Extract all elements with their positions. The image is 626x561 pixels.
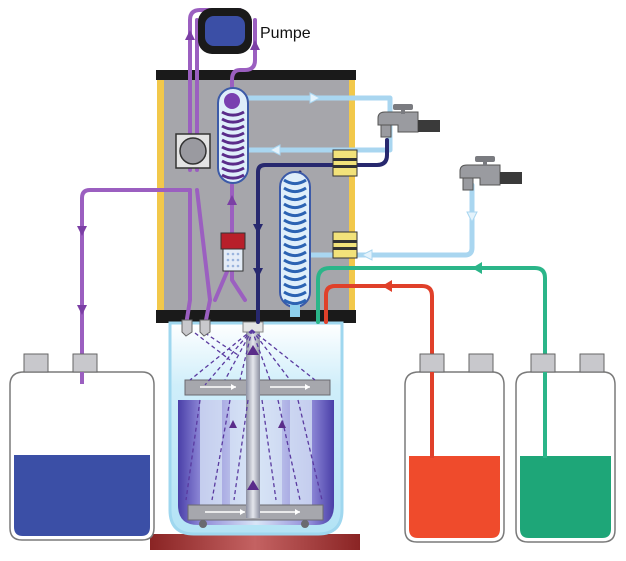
coil-winding — [283, 250, 307, 258]
coil-winding — [283, 234, 307, 242]
inner-tube-far — [290, 400, 312, 510]
navy-line — [256, 138, 389, 324]
faucet-icon — [459, 156, 522, 191]
heat-exchanger-right — [279, 171, 311, 317]
coil-winding — [283, 290, 307, 298]
coil-winding — [283, 298, 307, 306]
inner-tube-left — [200, 400, 222, 510]
coil-winding — [283, 242, 307, 250]
cooling-line-right — [307, 182, 475, 258]
coil-winding — [283, 210, 307, 218]
red-arrow — [382, 280, 392, 292]
coil-winding — [283, 218, 307, 226]
coil-winding — [221, 145, 245, 152]
red-feed-line — [324, 284, 434, 374]
teal-feed-line — [316, 266, 547, 374]
reactor-vessel — [150, 321, 360, 550]
coil-winding — [283, 226, 307, 234]
bottle-blue — [9, 353, 155, 541]
coil-winding — [221, 117, 245, 124]
base-plate — [150, 534, 360, 550]
faucet-icon — [377, 104, 440, 138]
coil-winding — [283, 202, 307, 210]
coil-winding — [221, 166, 245, 173]
coil-winding — [283, 266, 307, 274]
coil-winding — [283, 274, 307, 282]
teal-arrow — [472, 262, 482, 274]
coil-winding — [221, 124, 245, 131]
housing-top-bar — [156, 70, 356, 80]
outlet-nozzles — [181, 319, 211, 337]
pump-label: Pumpe — [260, 25, 311, 42]
valve-icon — [175, 133, 211, 169]
shaft-arrow-up — [247, 480, 259, 490]
stirrer-icon — [199, 520, 207, 528]
spray-lines — [185, 329, 323, 501]
pump-icon — [198, 8, 252, 54]
purple-waste-line — [80, 188, 192, 384]
coil-winding — [221, 173, 245, 180]
coil-winding — [221, 138, 245, 145]
flow-arrows — [77, 30, 482, 315]
coil-winding — [221, 110, 245, 117]
shaft-arrow-mid — [247, 345, 259, 355]
coil-winding — [283, 178, 307, 186]
filter-icon — [220, 232, 246, 272]
coil-winding — [283, 194, 307, 202]
inner-tube-right — [260, 400, 282, 510]
fitting-lower — [332, 231, 358, 259]
coil-winding — [221, 152, 245, 159]
coil-winding — [283, 282, 307, 290]
bottle-green — [515, 353, 616, 543]
coil-winding — [283, 186, 307, 194]
central-shaft — [246, 328, 260, 518]
coil-winding — [283, 258, 307, 266]
coil-winding — [221, 131, 245, 138]
fitting-upper — [332, 149, 358, 177]
purple-loop-pump — [188, 8, 242, 172]
coil-winding — [221, 159, 245, 166]
bottle-red — [404, 353, 505, 543]
heat-exchanger-left — [217, 87, 249, 184]
